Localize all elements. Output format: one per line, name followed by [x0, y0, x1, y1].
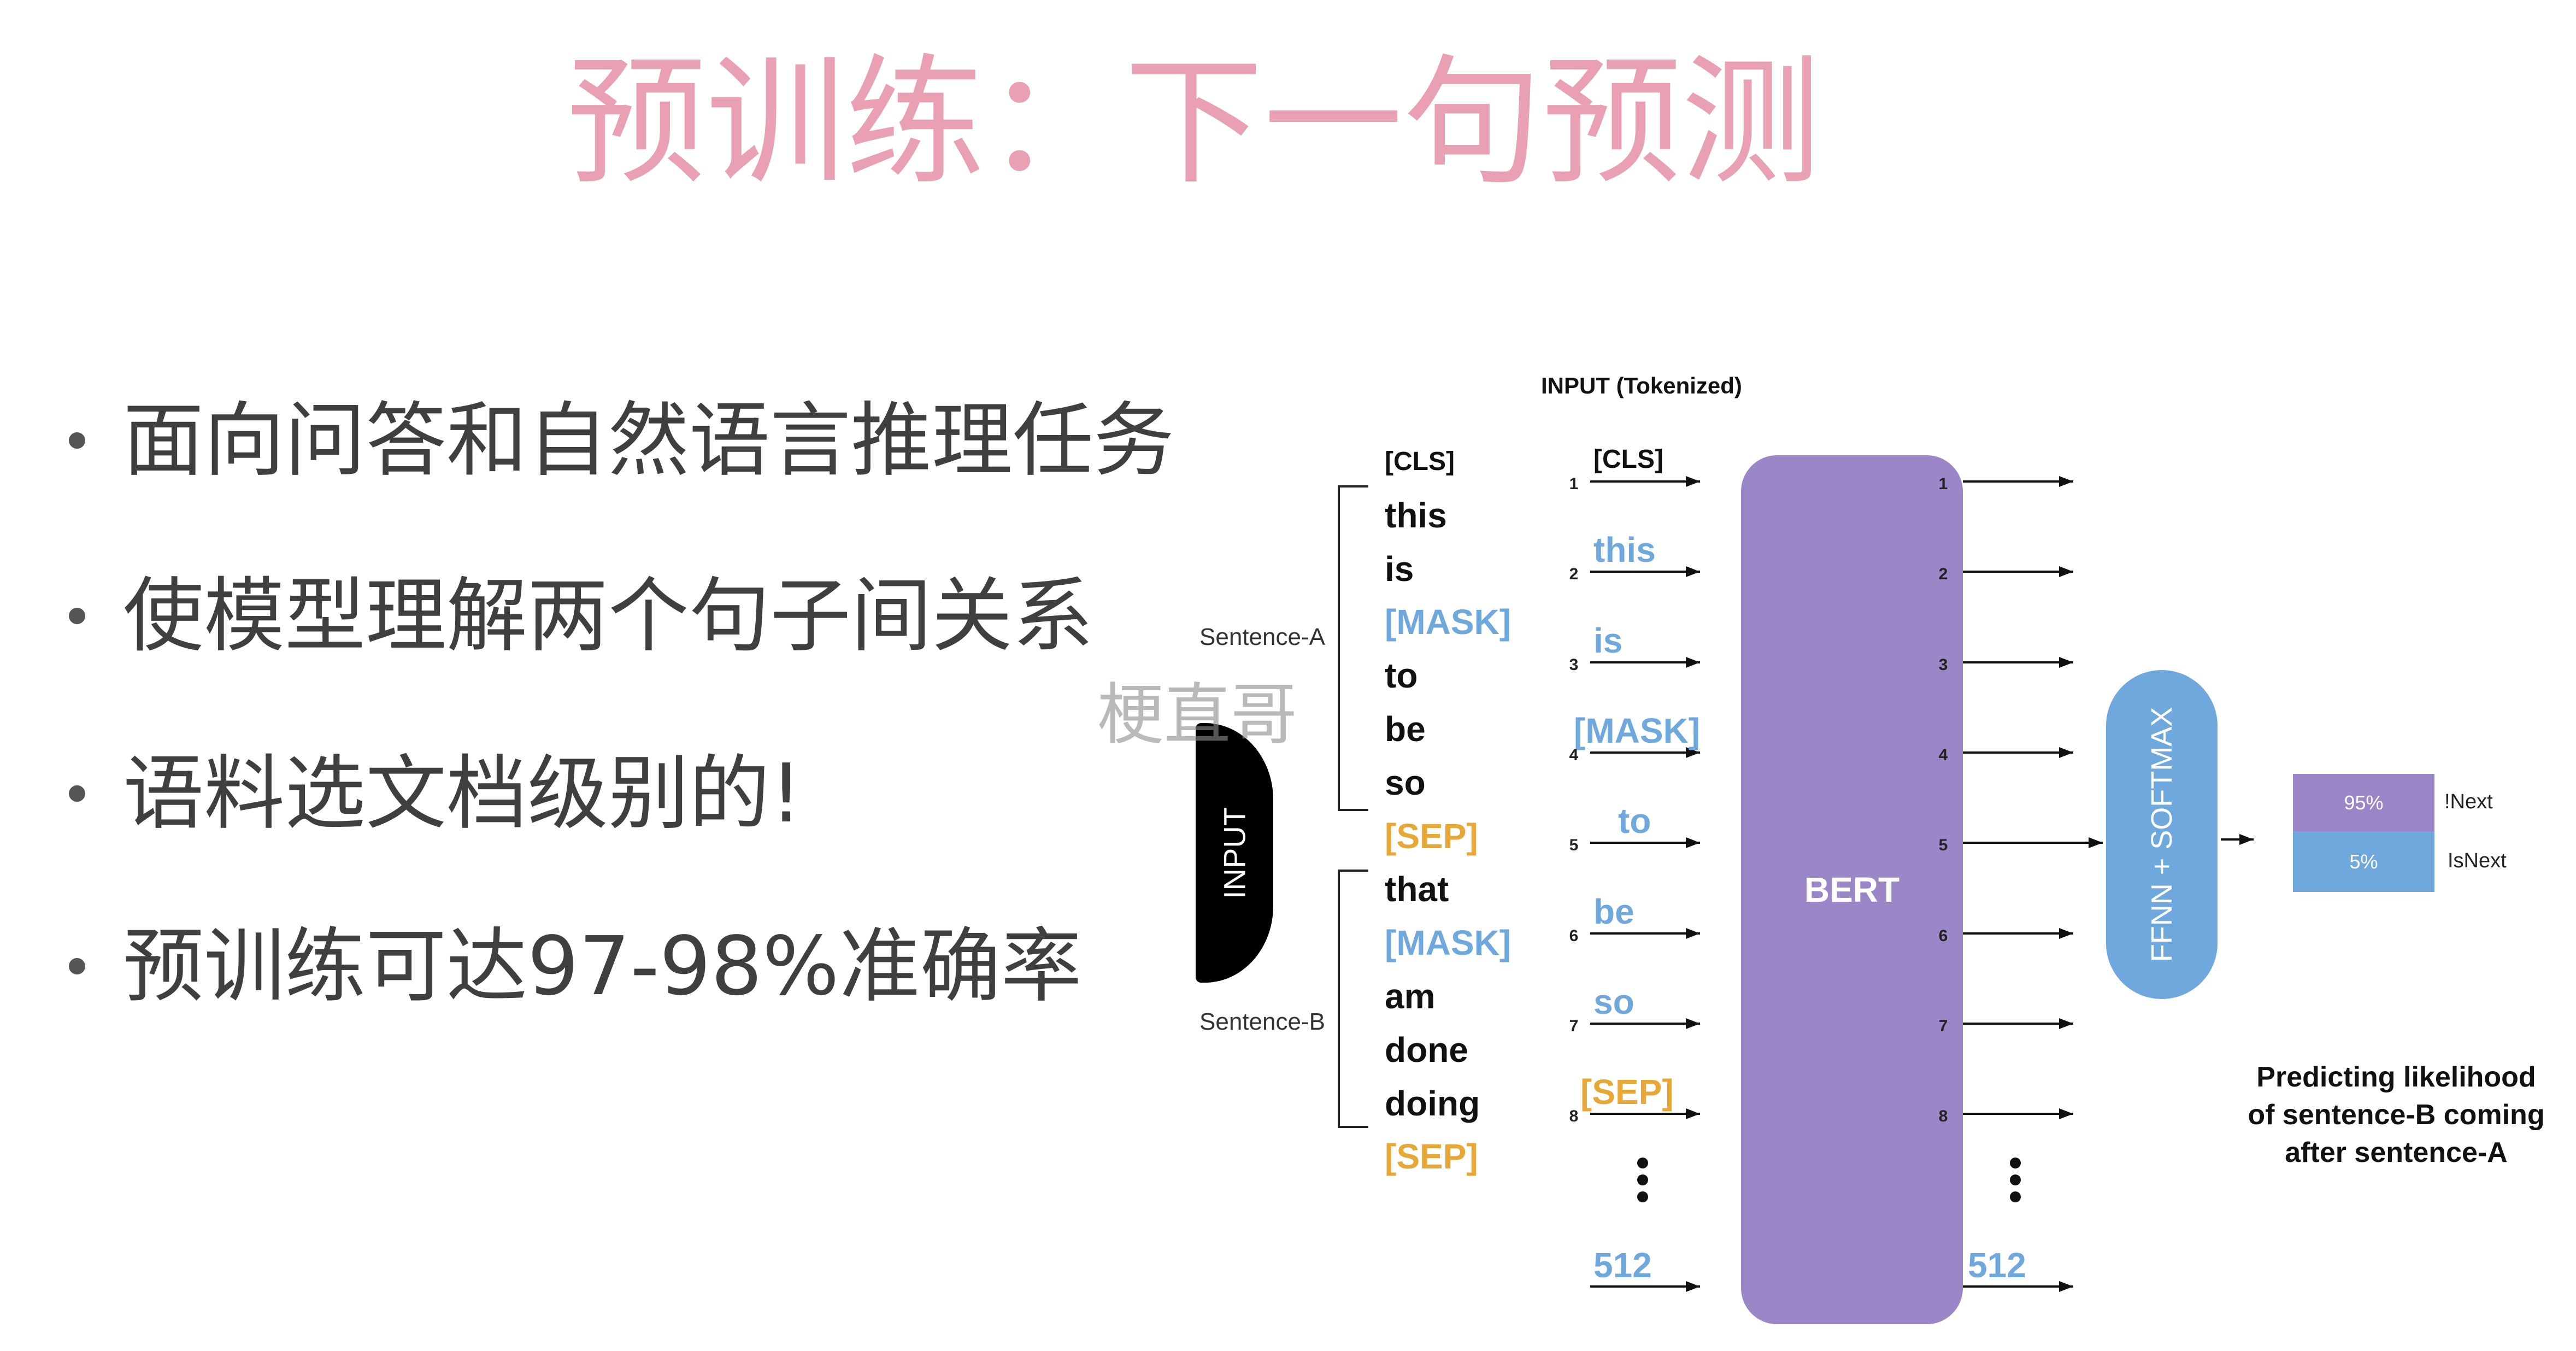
sentence-b-bracket [1338, 870, 1368, 1128]
ellipsis-dot [2010, 1174, 2021, 1185]
sentence-a-bracket [1338, 485, 1368, 811]
raw-token: [MASK] [1385, 602, 1512, 642]
caption-line: of sentence-B coming [2248, 1099, 2545, 1131]
prediction-value: 95% [2344, 791, 2384, 814]
prediction-label: !Next [2444, 790, 2493, 813]
raw-token: be [1385, 709, 1426, 749]
input-last-position: 512 [1593, 1246, 1652, 1285]
input-position-index: 1 [1569, 475, 1579, 493]
input-ellipsis [1637, 1158, 1648, 1202]
slide-title: 预训练：下一句预测 [567, 42, 1821, 204]
bullet-dot [69, 432, 85, 449]
tokenized-token: to [1618, 801, 1651, 841]
input-arrows [1590, 476, 1700, 1292]
raw-token: [SEP] [1385, 1137, 1478, 1176]
caption-line: after sentence-A [2285, 1137, 2508, 1168]
input-block: INPUT [1196, 723, 1273, 983]
output-arrows [1963, 476, 2103, 1292]
raw-token: this [1385, 496, 1447, 535]
raw-token: [SEP] [1385, 817, 1478, 856]
sentence-b-label: Sentence-B [1199, 1008, 1325, 1035]
bullet-item: 使模型理解两个句子间关系 [66, 575, 1191, 656]
ellipsis-dot [1637, 1191, 1648, 1202]
tokenized-token: [MASK] [1574, 711, 1701, 750]
output-position-index: 1 [1938, 475, 1948, 493]
raw-token: is [1385, 549, 1414, 589]
output-position-index: 5 [1938, 836, 1948, 854]
raw-token: to [1385, 656, 1418, 695]
bullet-text: 使模型理解两个句子间关系 [123, 569, 1093, 663]
bullet-text: 预训练可达97-98%准确率 [123, 919, 1082, 1013]
bullet-dot [69, 608, 85, 624]
raw-token: doing [1385, 1084, 1480, 1123]
raw-token: so [1385, 763, 1426, 802]
ellipsis-dot [1637, 1174, 1648, 1185]
sentence-a-label: Sentence-A [1199, 624, 1325, 650]
ellipsis-dot [2010, 1191, 2021, 1202]
output-position-index: 7 [1938, 1017, 1948, 1035]
bullet-item: 面向问答和自然语言推理任务 [66, 400, 1191, 481]
input-position-index: 4 [1569, 746, 1579, 764]
raw-token: [CLS] [1385, 447, 1455, 476]
output-position-index: 6 [1938, 927, 1948, 945]
tokenized-token: so [1593, 982, 1634, 1021]
tokenized-heading: INPUT (Tokenized) [1541, 373, 1742, 398]
bullet-dot [69, 958, 85, 974]
raw-token: that [1385, 870, 1449, 909]
bullet-item: 语料选文档级别的! [66, 753, 1191, 834]
caption-line: Predicting likelihood [2256, 1061, 2536, 1093]
bert-model-block: BERT [1741, 455, 1963, 1324]
input-position-index: 8 [1569, 1107, 1579, 1125]
tokenized-token: [SEP] [1580, 1072, 1674, 1112]
ffnn-softmax-head: FFNN + SOFTMAX [2106, 670, 2218, 999]
prediction-box-is-next: 5% [2293, 831, 2434, 892]
bullet-dot [69, 785, 85, 802]
prediction-value: 5% [2349, 850, 2378, 873]
input-position-index: 3 [1569, 656, 1579, 674]
bullet-text: 语料选文档级别的! [123, 747, 803, 841]
tokenized-token: [CLS] [1593, 445, 1663, 474]
prediction-label: IsNext [2448, 849, 2507, 872]
output-position-index: 4 [1938, 746, 1948, 764]
input-position-index: 6 [1569, 927, 1579, 945]
raw-token: done [1385, 1030, 1468, 1070]
bullet-item: 预训练可达97-98%准确率 [66, 926, 1191, 1007]
input-position-index: 7 [1569, 1017, 1579, 1035]
tokenized-token: be [1593, 892, 1634, 931]
tokenized-token: is [1593, 621, 1623, 660]
input-block-label: INPUT [1217, 807, 1252, 899]
bert-label: BERT [1804, 870, 1900, 909]
watermark: 梗直哥 [1097, 676, 1297, 754]
output-position-index: 2 [1938, 565, 1948, 583]
tokenized-token: this [1593, 530, 1656, 569]
raw-token: [MASK] [1385, 923, 1512, 962]
raw-token: am [1385, 977, 1436, 1016]
input-position-index: 5 [1569, 836, 1579, 854]
input-position-index: 2 [1569, 565, 1579, 583]
bullet-text: 面向问答和自然语言推理任务 [123, 393, 1174, 487]
ellipsis-dot [2010, 1158, 2021, 1168]
output-position-index: 3 [1938, 656, 1948, 674]
prediction-caption: Predicting likelihood of sentence-B comi… [2232, 1059, 2560, 1172]
output-last-position: 512 [1968, 1246, 2026, 1285]
head-label: FFNN + SOFTMAX [2145, 707, 2178, 962]
prediction-box-not-next: 95% [2293, 774, 2434, 831]
output-ellipsis [2010, 1158, 2021, 1202]
output-position-index: 8 [1938, 1107, 1948, 1125]
ellipsis-dot [1637, 1158, 1648, 1168]
